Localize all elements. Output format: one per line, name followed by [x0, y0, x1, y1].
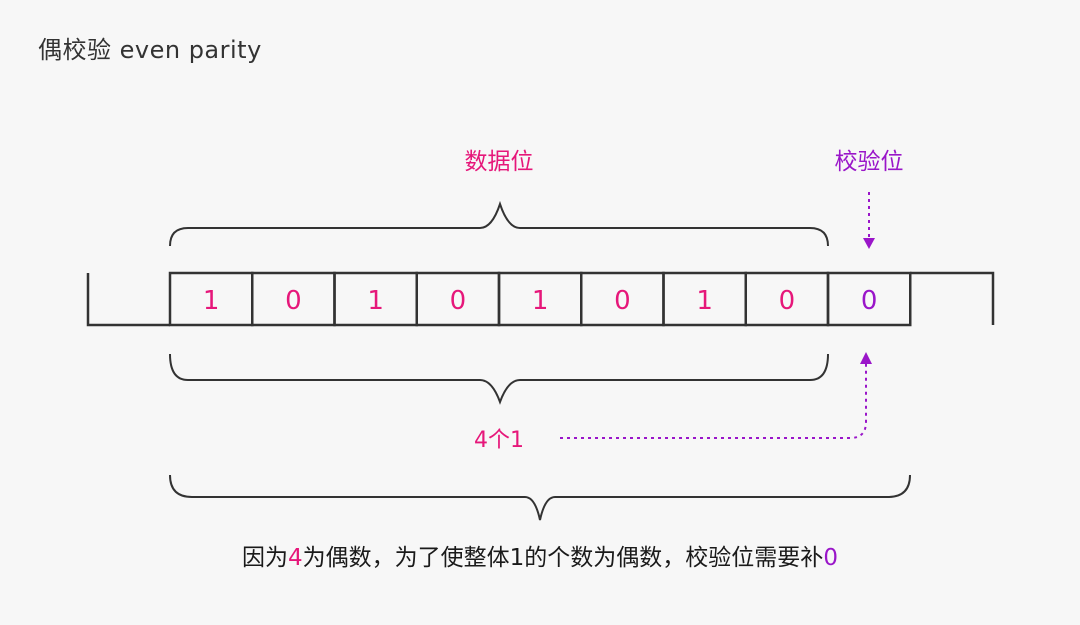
data-bit-value: 0 [450, 286, 467, 316]
conclusion-part1: 因为 [242, 545, 289, 571]
bit-cells: 1 0 1 0 1 0 1 0 0 [168, 271, 912, 327]
data-bit-value: 1 [532, 286, 549, 316]
conclusion-count-highlight: 4 [288, 545, 303, 571]
conclusion-part2: 为偶数，为了使整体1的个数为偶数，校验位需要补 [302, 545, 824, 571]
signal-line [86, 271, 995, 327]
data-bit-value: 1 [367, 286, 384, 316]
parity-bit-cell [826, 271, 912, 327]
ones-count-brace [169, 353, 829, 405]
parity-bit-label: 校验位 [835, 149, 904, 175]
data-bit-value: 1 [203, 286, 220, 316]
data-bit-value: 0 [779, 286, 796, 316]
data-bit-value: 0 [285, 286, 302, 316]
ones-count-label: 4个1 [474, 428, 524, 453]
data-bit-value: 1 [696, 286, 713, 316]
conclusion-parity-highlight: 0 [823, 545, 838, 571]
page-title: 偶校验 even parity [38, 36, 262, 64]
data-bit-value: 0 [614, 286, 631, 316]
whole-frame-brace [169, 474, 911, 521]
parity-bit-value: 0 [861, 286, 878, 316]
conclusion-text: 因为4为偶数，为了使整体1的个数为偶数，校验位需要补0 [0, 538, 1080, 572]
parity-arrow-down-head [863, 238, 875, 249]
count-to-parity-connector [560, 364, 867, 439]
data-bits-brace [169, 200, 829, 247]
parity-arrow-up-head [860, 352, 872, 364]
data-bits-label: 数据位 [465, 149, 534, 175]
